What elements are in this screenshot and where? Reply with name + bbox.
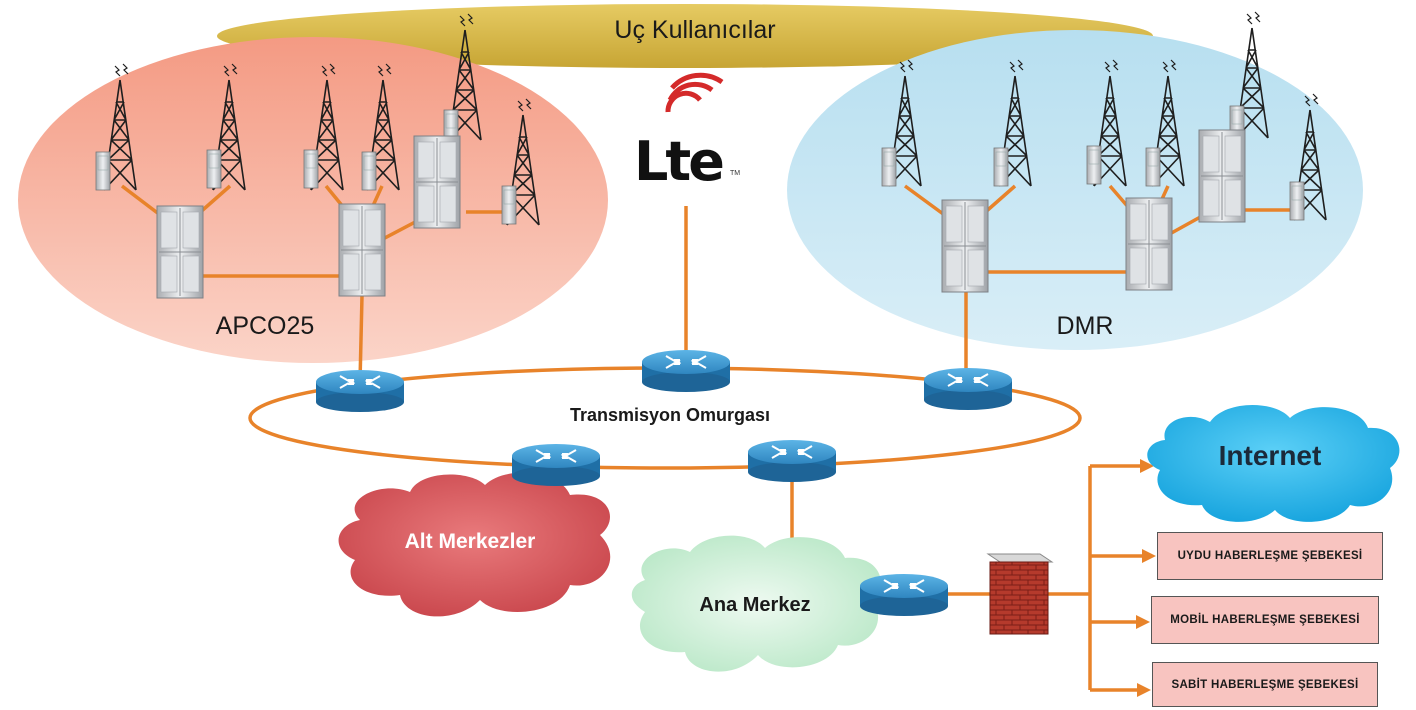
end-users-band <box>217 4 1153 68</box>
main-center-label: Ana Merkez <box>699 594 811 616</box>
mobile-network-box: MOBİL HABERLEŞME ŞEBEKESİ <box>1151 596 1379 644</box>
lte-trademark: TM <box>730 170 741 177</box>
ana-merkez-cloud <box>631 535 881 672</box>
satellite-network-box: UYDU HABERLEŞME ŞEBEKESİ <box>1157 532 1383 580</box>
router-icon <box>859 573 949 617</box>
internet-cloud <box>1147 404 1400 522</box>
lte-logo: Lte TM <box>630 84 750 193</box>
dmr-label: DMR <box>1056 312 1114 340</box>
lte-signal-icon <box>665 72 724 113</box>
internet-label: Internet <box>1218 440 1322 471</box>
router-icon <box>747 439 837 483</box>
router-icon <box>923 367 1013 411</box>
alt-merkezler-cloud <box>338 472 611 617</box>
router-icon <box>511 443 601 487</box>
apco25-label: APCO25 <box>215 312 315 340</box>
lte-wordmark: Lte <box>634 130 725 193</box>
sub-centers-label: Alt Merkezler <box>404 530 536 553</box>
router-icon <box>641 349 731 393</box>
end-users-label: Uç Kullanıcılar <box>614 16 776 44</box>
arrowheads <box>1136 459 1156 697</box>
dmr-zone <box>787 30 1363 350</box>
firewall-icon <box>986 553 1054 635</box>
router-icon <box>315 369 405 413</box>
backbone-label: Transmisyon Omurgası <box>569 405 771 425</box>
fixed-network-box: SABİT HABERLEŞME ŞEBEKESİ <box>1152 662 1378 707</box>
